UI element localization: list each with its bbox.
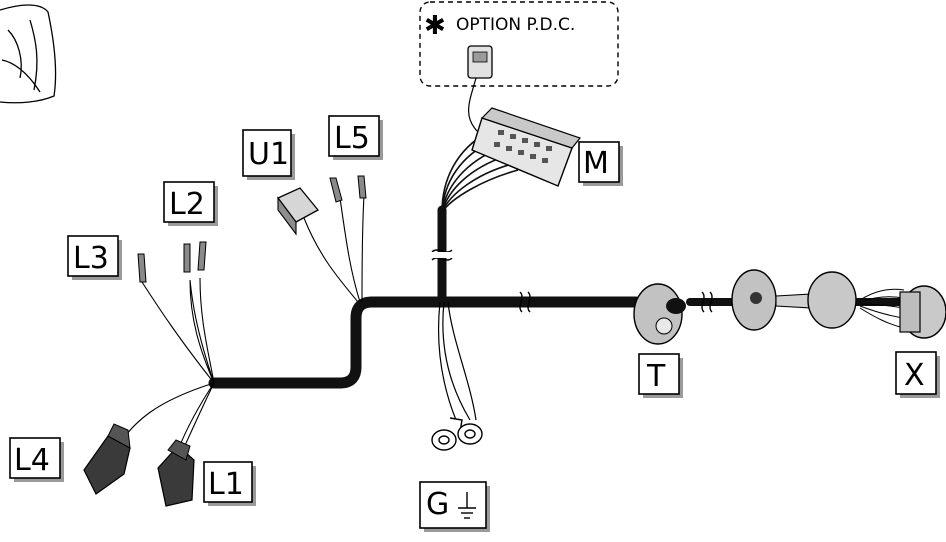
l2-terminals <box>183 241 207 273</box>
ground-symbol-icon <box>458 492 476 519</box>
middle-plug <box>731 269 813 331</box>
label-l1-text: L1 <box>208 467 244 502</box>
l5-terminals <box>329 175 367 203</box>
label-l4: L4 <box>9 437 64 482</box>
option-pdc-box: ✱ OPTION P.D.C. <box>419 1 619 87</box>
t-socket <box>633 283 686 345</box>
label-l1: L1 <box>203 461 256 506</box>
label-l4-text: L4 <box>14 443 50 478</box>
option-pdc-label: OPTION P.D.C. <box>456 15 575 35</box>
plastic-bag-icon <box>0 4 57 104</box>
break-marks <box>431 249 713 313</box>
label-t: T <box>638 353 683 398</box>
l4-connector <box>83 423 131 495</box>
ground-ring-terminals <box>431 417 483 451</box>
label-u1-text: U1 <box>248 137 289 172</box>
pdc-connector <box>467 45 493 79</box>
label-l3-text: L3 <box>73 241 109 276</box>
u1-l5-wires <box>303 195 365 303</box>
l3-terminal <box>137 253 147 283</box>
ground-wires <box>437 301 477 421</box>
x-fan-wires <box>859 288 905 329</box>
label-l2: L2 <box>163 181 218 226</box>
label-t-text: T <box>646 359 666 394</box>
label-u1: U1 <box>242 129 295 180</box>
label-l2-text: L2 <box>169 187 205 222</box>
label-x-text: X <box>904 358 925 393</box>
label-g: G <box>419 481 490 532</box>
m-connector <box>471 107 582 187</box>
label-m: M <box>578 141 623 186</box>
label-m-text: M <box>583 146 609 181</box>
u1-connector <box>276 187 319 236</box>
label-l3: L3 <box>67 235 122 280</box>
label-l5-text: L5 <box>334 121 370 156</box>
option-star-icon: ✱ <box>424 11 446 41</box>
label-g-text: G <box>426 487 449 522</box>
label-x: X <box>895 351 940 398</box>
x-connector <box>899 285 946 339</box>
right-socket <box>807 271 857 329</box>
label-l5: L5 <box>328 115 383 160</box>
l1-connector <box>157 439 195 507</box>
